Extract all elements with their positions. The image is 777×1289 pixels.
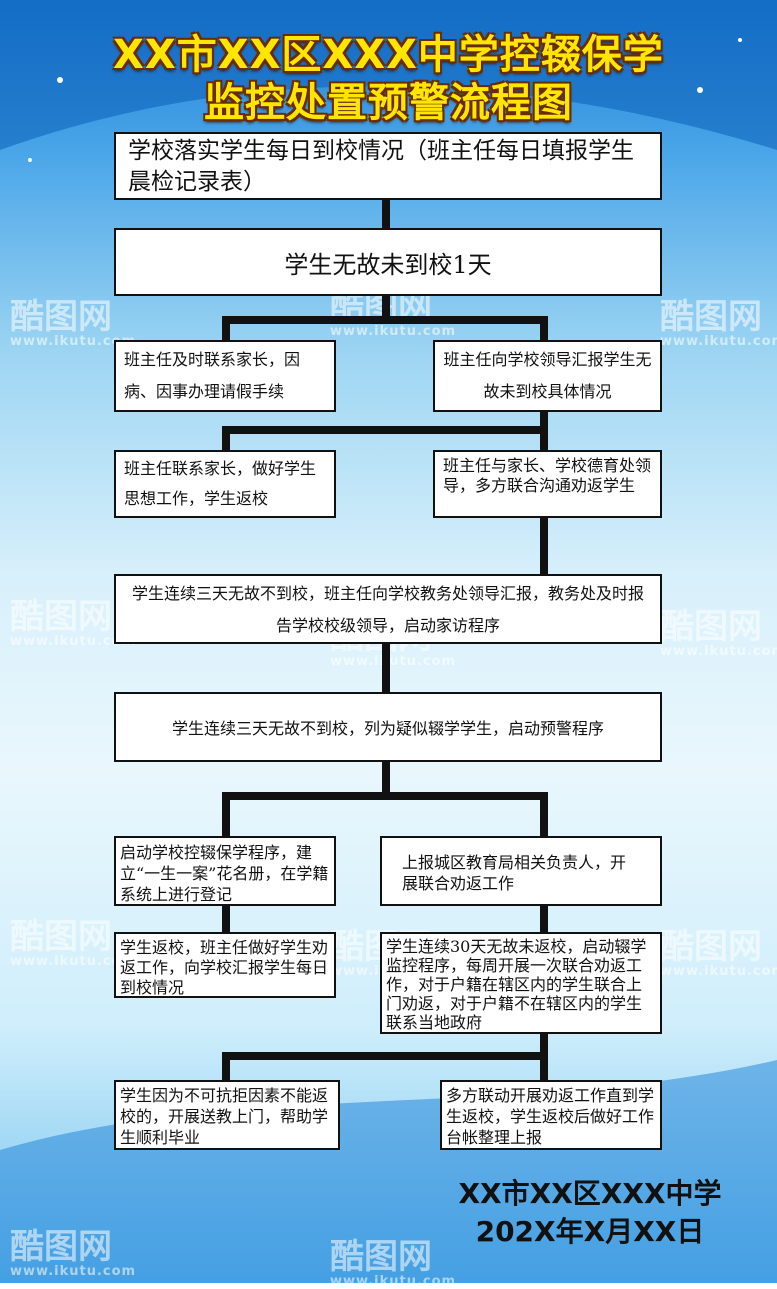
step-multi-party-follow-up: 多方联动开展劝返工作直到学生返校，学生返校后做好工作台帐整理上报: [440, 1080, 662, 1150]
title-line-1: XX市XX区XXX中学控辍保学: [113, 32, 664, 78]
step-report-education-bureau: 上报城区教育局相关负责人，开展联合劝返工作: [380, 836, 662, 906]
step-school-control-program: 启动学校控辍保学程序，建立“一生一案”花名册，在学籍系统上进行登记: [114, 836, 336, 906]
footer-school-name: XX市XX区XXX中学: [458, 1177, 722, 1210]
title-line-2: 监控处置预警流程图: [204, 80, 573, 126]
step-contact-parents-leave: 班主任及时联系家长，因病、因事办理请假手续: [114, 340, 336, 412]
step-home-teaching: 学生因为不可抗拒因素不能返校的，开展送教上门，帮助学生顺利毕业: [114, 1080, 340, 1150]
step-parent-contact-return: 班主任联系家长，做好学生思想工作，学生返校: [114, 450, 336, 518]
step-three-days-home-visit: 学生连续三天无故不到校，班主任向学校教务处领导汇报，教务处及时报告学校校级领导，…: [114, 574, 662, 644]
step-joint-persuasion: 班主任与家长、学校德育处领导，多方联合沟通劝返学生: [433, 450, 662, 518]
step-thirty-days-monitoring: 学生连续30天无故未返校，启动辍学监控程序，每周开展一次联合劝返工作，对于户籍在…: [380, 932, 662, 1034]
footer-date: 202X年X月XX日: [475, 1215, 705, 1248]
step-suspected-dropout-warning: 学生连续三天无故不到校，列为疑似辍学学生，启动预警程序: [114, 692, 662, 762]
step-student-returns: 学生返校，班主任做好学生劝返工作，向学校汇报学生每日到校情况: [114, 932, 336, 998]
step-daily-attendance-check: 学校落实学生每日到校情况（班主任每日填报学生晨检记录表）: [114, 132, 662, 200]
step-report-to-leaders: 班主任向学校领导汇报学生无故未到校具体情况: [433, 340, 662, 412]
step-absent-one-day: 学生无故未到校1天: [114, 228, 662, 296]
